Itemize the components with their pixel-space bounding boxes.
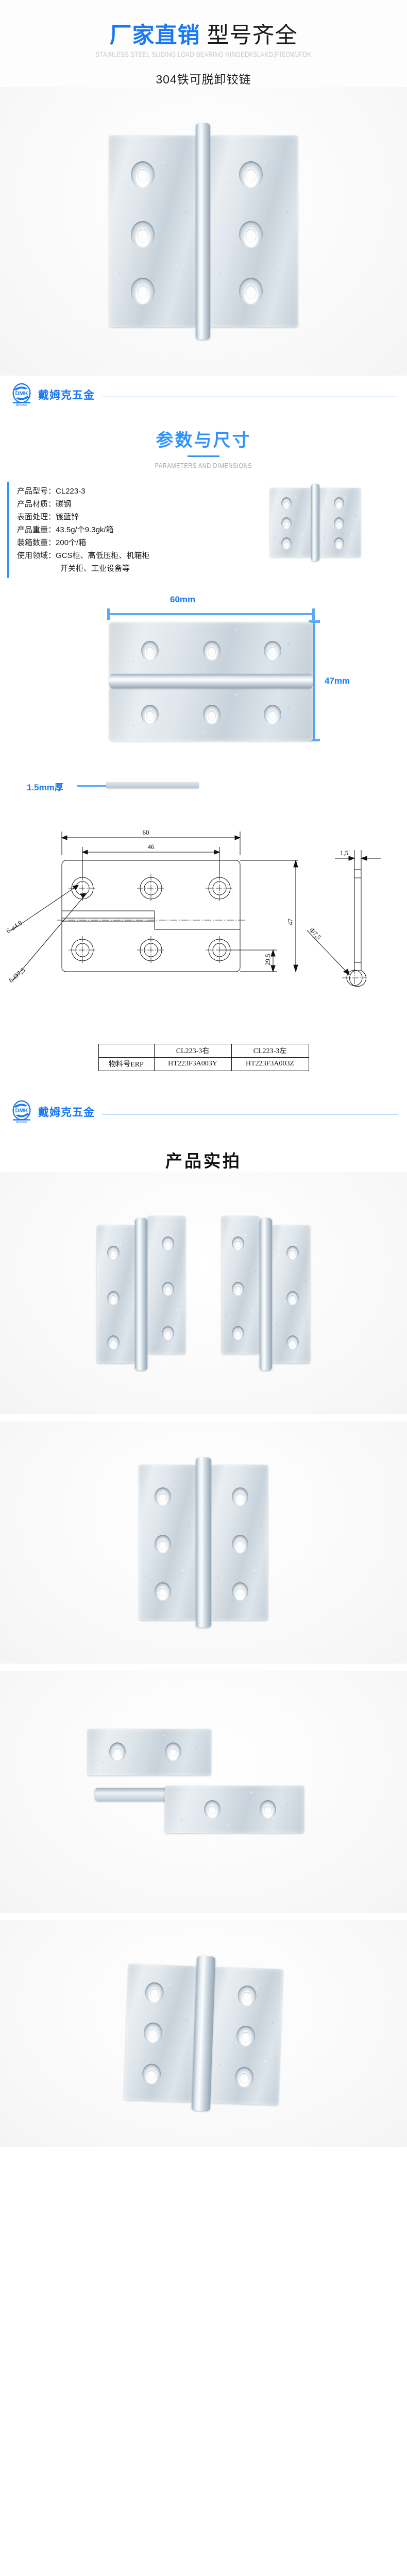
- svg-text:戴姆克五金: 戴姆克五金: [16, 403, 27, 406]
- brand-name: 戴姆克五金: [38, 389, 95, 401]
- table-cell-label: 物料号ERP: [98, 1057, 155, 1071]
- dimension-thickness-label: 1.5mm厚: [27, 782, 63, 792]
- dimension-hinge-photo: [109, 622, 313, 741]
- dimension-height-cap-top: [309, 620, 320, 623]
- spec-label: 装箱数量：: [17, 538, 56, 547]
- table-cell-left: HT223F3A003Z: [231, 1057, 309, 1071]
- spec-item: 表面处理：镀蓝锌: [17, 511, 224, 523]
- spec-item: 产品重量：43.5g/个9.3gk/箱: [17, 523, 224, 536]
- spec-label: 产品重量：: [17, 525, 56, 534]
- section-parameters-subtitle: PARAMETERS AND DIMENSIONS: [155, 462, 252, 470]
- dimension-height-cap-bottom: [309, 738, 320, 741]
- drawing-dim-60: 60: [143, 828, 149, 836]
- spec-value: GCS柜、高低压柜、机箱柜: [56, 551, 150, 560]
- svg-text:戴姆克五金: 戴姆克五金: [16, 1120, 27, 1123]
- spec-label: 产品型号：: [17, 486, 56, 496]
- spec-label: 使用领域：: [17, 551, 56, 560]
- erp-table: CL223-3右 CL223-3左 物料号ERP HT223F3A003Y HT…: [98, 1043, 309, 1071]
- hero-subtitle-en: STAINLESS STEEL SLIDING LOAD-BEARING HIN…: [95, 50, 312, 59]
- spec-list: 产品型号：CL223-3 产品材质：碳钢 表面处理：镀蓝锌 产品重量：43.5g…: [7, 481, 224, 578]
- spec-item: 开关柜、工业设备等: [17, 562, 224, 575]
- section-photos-heading: 产品实拍: [0, 1124, 407, 1172]
- brand-bar: DMK 戴姆克五金 戴姆克五金: [0, 376, 407, 406]
- dimension-height-label: 47mm: [325, 675, 350, 686]
- dimension-width-line: [108, 613, 314, 615]
- spec-item: 使用领域：GCS柜、高低压柜、机箱柜: [17, 549, 224, 562]
- section-parameters-title: 参数与尺寸: [156, 430, 251, 450]
- spec-value: 43.5g/个9.3gk/箱: [56, 525, 114, 534]
- dimension-width-cap-left: [107, 608, 110, 620]
- gallery-photo-4: [0, 1920, 407, 2147]
- page-title: 厂家直销 型号齐全: [0, 23, 407, 49]
- drawing-dim-46: 46: [148, 843, 155, 851]
- hero-photo: [0, 87, 407, 376]
- spec-value: CL223-3: [56, 486, 86, 496]
- table-header-blank: [98, 1043, 155, 1058]
- drawing-dim-1-5: 1,5: [340, 849, 348, 857]
- dimension-width-cap-right: [312, 608, 315, 620]
- table-header-right: CL223-3右: [154, 1043, 232, 1058]
- dimension-thickness-edge: [106, 782, 199, 788]
- spec-value: 碳钢: [56, 499, 72, 509]
- table-row: 物料号ERP HT223F3A003Y HT223F3A003Z: [98, 1057, 309, 1071]
- hero-title-black: 型号齐全: [207, 23, 298, 48]
- section-underline: [188, 455, 219, 457]
- spec-value: 镀蓝锌: [56, 512, 79, 521]
- hero-title-blue: 厂家直销: [109, 23, 200, 48]
- technical-drawing-svg: 60 46 6-ø4.9 6-Ø7,5: [5, 828, 381, 988]
- erp-table-container: CL223-3右 CL223-3左 物料号ERP HT223F3A003Y HT…: [0, 1042, 407, 1071]
- spec-row: 产品型号：CL223-3 产品材质：碳钢 表面处理：镀蓝锌 产品重量：43.5g…: [0, 468, 407, 578]
- product-detail-page: 厂家直销 型号齐全 STAINLESS STEEL SLIDING LOAD-B…: [0, 0, 407, 2147]
- dimension-height-line: [313, 621, 315, 741]
- gallery-photo-1: [0, 1172, 407, 1414]
- brand-bar-2: DMK 戴姆克五金 戴姆克五金: [0, 1071, 407, 1124]
- dimension-figure: 60mm 47mm 1.5mm厚: [0, 578, 407, 820]
- drawing-dim-47: 47: [286, 918, 294, 925]
- hero-subtitle-cn: 304铁可脱卸铰链: [156, 72, 251, 86]
- spec-thumbnail-photo: [224, 482, 407, 578]
- gallery-photo-2: [0, 1421, 407, 1664]
- table-header-row: CL223-3右 CL223-3左: [98, 1043, 309, 1058]
- spec-label: 表面处理：: [17, 512, 56, 521]
- drawing-hole-large-label: 6-Ø7,5: [7, 966, 26, 984]
- gallery-photo-3: [0, 1670, 407, 1913]
- drawing-hole-side-label: Φ7,5: [308, 926, 323, 941]
- dimension-width-label: 60mm: [170, 594, 196, 604]
- table-cell-right: HT223F3A003Y: [154, 1057, 232, 1071]
- spec-item: 产品材质：碳钢: [17, 498, 224, 511]
- spec-item: 产品型号：CL223-3: [17, 485, 224, 498]
- dmk-logo-icon: DMK 戴姆克五金: [12, 1100, 31, 1124]
- dimension-thickness-leader: [77, 785, 108, 787]
- section-photos-title: 产品实拍: [165, 1151, 242, 1171]
- spec-value: 200个/箱: [56, 538, 87, 547]
- svg-text:DMK: DMK: [15, 391, 28, 397]
- spec-value: 开关柜、工业设备等: [60, 564, 130, 573]
- drawing-dim-29-5: 29,5: [264, 954, 272, 965]
- svg-text:DMK: DMK: [15, 1108, 28, 1114]
- table-header-left: CL223-3左: [231, 1043, 309, 1058]
- technical-drawing: 60 46 6-ø4.9 6-Ø7,5: [0, 820, 407, 1042]
- section-parameters-heading: 参数与尺寸 PARAMETERS AND DIMENSIONS: [0, 406, 407, 470]
- drawing-hole-small-label: 6-ø4.9: [5, 919, 23, 935]
- brand-name: 戴姆克五金: [38, 1106, 95, 1118]
- spec-item: 装箱数量：200个/箱: [17, 536, 224, 549]
- spec-label: 产品材质：: [17, 499, 56, 509]
- dmk-logo-icon: DMK 戴姆克五金: [12, 383, 31, 406]
- hero-section: 厂家直销 型号齐全 STAINLESS STEEL SLIDING LOAD-B…: [0, 0, 407, 87]
